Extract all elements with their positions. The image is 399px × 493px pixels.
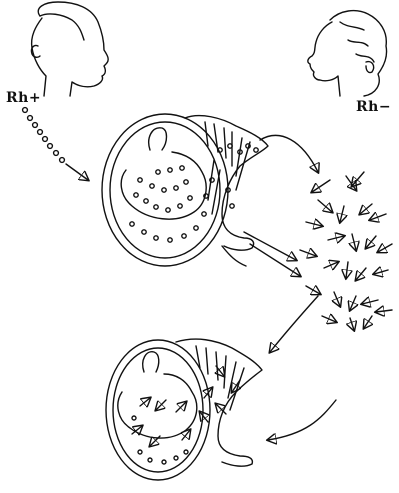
arrow-icon bbox=[66, 164, 88, 180]
arrow-icon bbox=[244, 232, 296, 260]
arrow-icon bbox=[268, 400, 336, 440]
dotted-cell-path bbox=[23, 108, 88, 180]
father-rh-label: Rh+ bbox=[6, 90, 41, 106]
arrow-icon bbox=[260, 135, 318, 172]
upper-uterus-icon bbox=[102, 114, 268, 266]
father-head-icon bbox=[31, 2, 108, 96]
antibody-cluster bbox=[300, 172, 392, 330]
lower-uterus-icon bbox=[106, 339, 262, 480]
arrow-icon bbox=[270, 296, 318, 352]
mother-rh-label: Rh− bbox=[356, 99, 391, 115]
mother-head-icon bbox=[308, 11, 387, 96]
